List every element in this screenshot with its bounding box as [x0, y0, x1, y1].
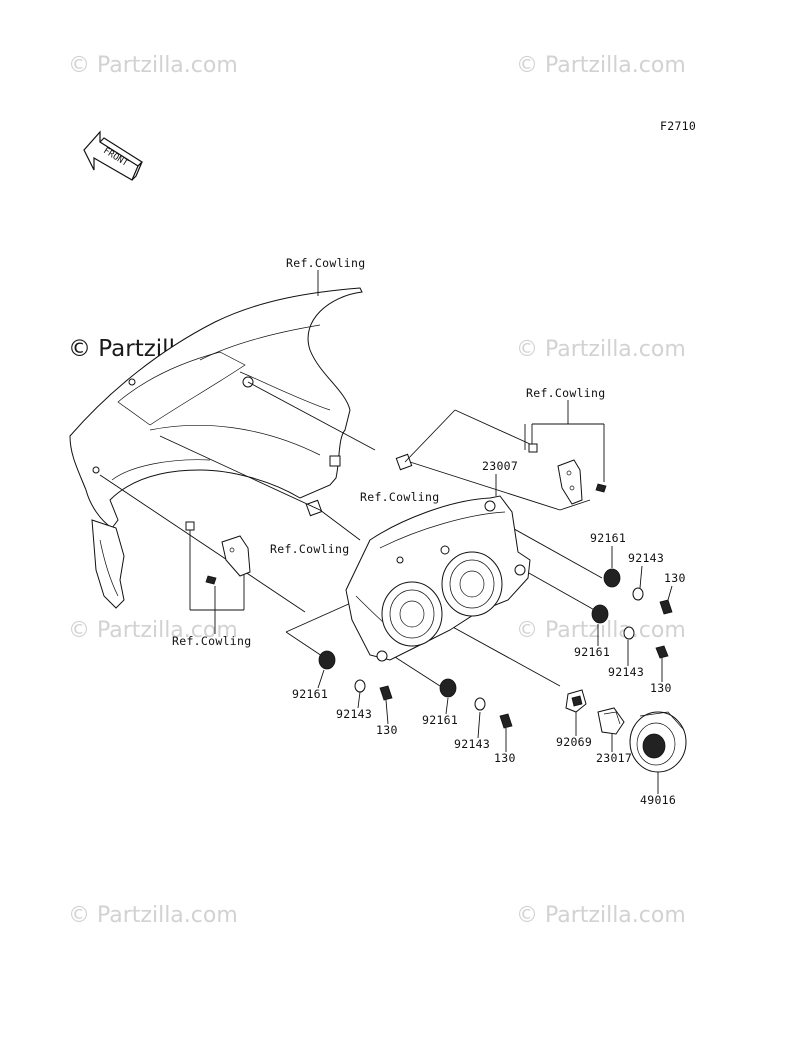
- collar: [354, 587, 644, 711]
- guide-lines: [99, 381, 605, 687]
- mounting-bracket: [185, 521, 251, 585]
- part-number: 49016: [640, 793, 676, 807]
- part-number: 92161: [574, 645, 610, 659]
- watermark: © Partzilla.com: [68, 618, 238, 643]
- headlight-assembly: [345, 495, 531, 662]
- cowling-panel: [69, 287, 413, 609]
- ref-cowling-label: Ref.Cowling: [526, 386, 605, 400]
- part-number: 130: [650, 681, 672, 695]
- part-number: 92161: [422, 713, 458, 727]
- part-number: 23017: [596, 751, 632, 765]
- watermark: © Partzilla.com: [516, 337, 686, 362]
- figure-code: F2710: [660, 119, 696, 133]
- bulb-cap: [629, 711, 687, 773]
- part-number: 130: [376, 723, 398, 737]
- part-number: 92143: [454, 737, 490, 751]
- part-number: 92161: [292, 687, 328, 701]
- grommet: [318, 568, 621, 698]
- headlight-bulb: [565, 689, 587, 713]
- ref-cowling-label: Ref.Cowling: [360, 490, 439, 504]
- bulb-socket: [597, 707, 625, 735]
- part-number: 23007: [482, 459, 518, 473]
- watermark: © Partzilla.com: [516, 53, 686, 78]
- part-number: 92161: [590, 531, 626, 545]
- watermark: © Partzilla.com: [68, 53, 238, 78]
- ref-cowling-label: Ref.Cowling: [172, 634, 251, 648]
- watermark: © Partzilla.com: [68, 903, 238, 928]
- watermark: © Partzilla.com: [516, 903, 686, 928]
- part-number: 92143: [628, 551, 664, 565]
- bolt: [379, 599, 673, 729]
- part-number: 92143: [608, 665, 644, 679]
- mounting-bracket: [528, 443, 607, 505]
- part-number: 130: [664, 571, 686, 585]
- ref-cowling-label: Ref.Cowling: [270, 542, 349, 556]
- part-number: 92069: [556, 735, 592, 749]
- front-arrow-icon: FRONT: [83, 130, 143, 181]
- part-number: 130: [494, 751, 516, 765]
- ref-cowling-label: Ref.Cowling: [286, 256, 365, 270]
- part-number: 92143: [336, 707, 372, 721]
